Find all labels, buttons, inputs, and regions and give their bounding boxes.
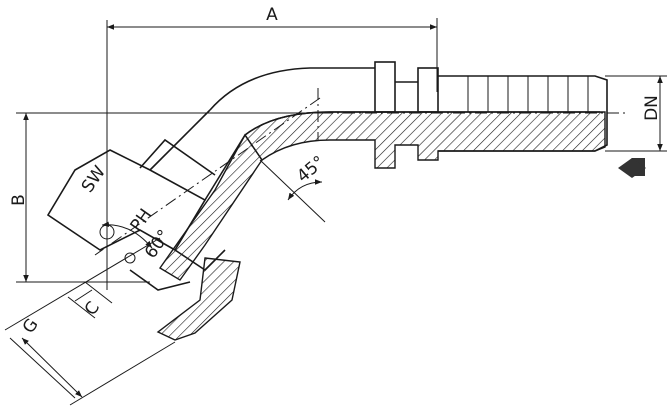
hex-nut — [46, 138, 241, 341]
angle-45-annotation: 45° — [259, 152, 329, 223]
label-g: G — [19, 315, 43, 337]
label-dn: DN — [642, 95, 662, 121]
label-angle-45: 45° — [293, 152, 329, 187]
ph-logo — [618, 158, 646, 178]
dimension-g: G — [4, 237, 176, 406]
label-b: B — [9, 194, 29, 206]
label-a: A — [266, 5, 278, 25]
dimension-dn: DN — [605, 75, 667, 152]
label-c: C — [81, 298, 104, 319]
dimension-c: C — [67, 281, 113, 319]
label-sw: SW — [78, 162, 110, 196]
label-ph: PH — [127, 205, 157, 235]
hose-tail — [209, 61, 625, 169]
